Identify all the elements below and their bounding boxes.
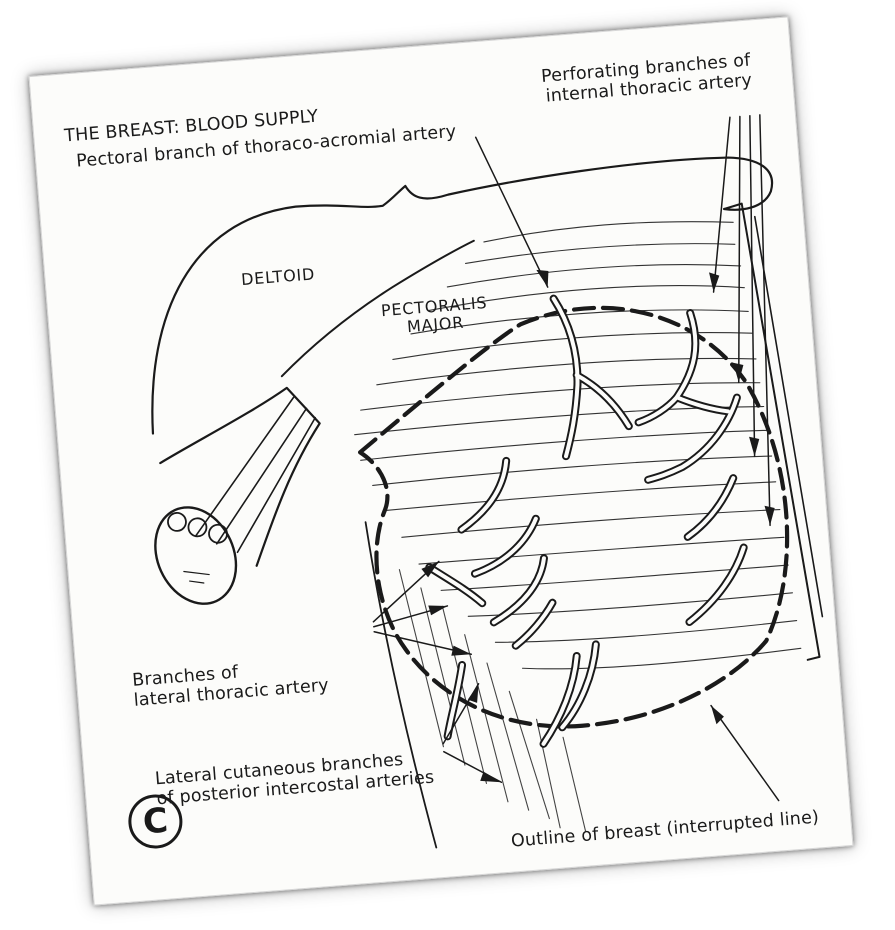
- lower-fibres: [399, 557, 585, 844]
- chest-edge: [724, 200, 820, 663]
- arm-cut-end: [140, 494, 251, 617]
- arteries: [409, 285, 763, 752]
- illustration-card: THE BREAST: BLOOD SUPPLY Pectoral branch…: [29, 16, 854, 905]
- leader-lines: [336, 115, 813, 831]
- arm-cut-hatch: [184, 570, 210, 585]
- shoulder-outline: [135, 153, 788, 434]
- arm-lines: [186, 396, 325, 556]
